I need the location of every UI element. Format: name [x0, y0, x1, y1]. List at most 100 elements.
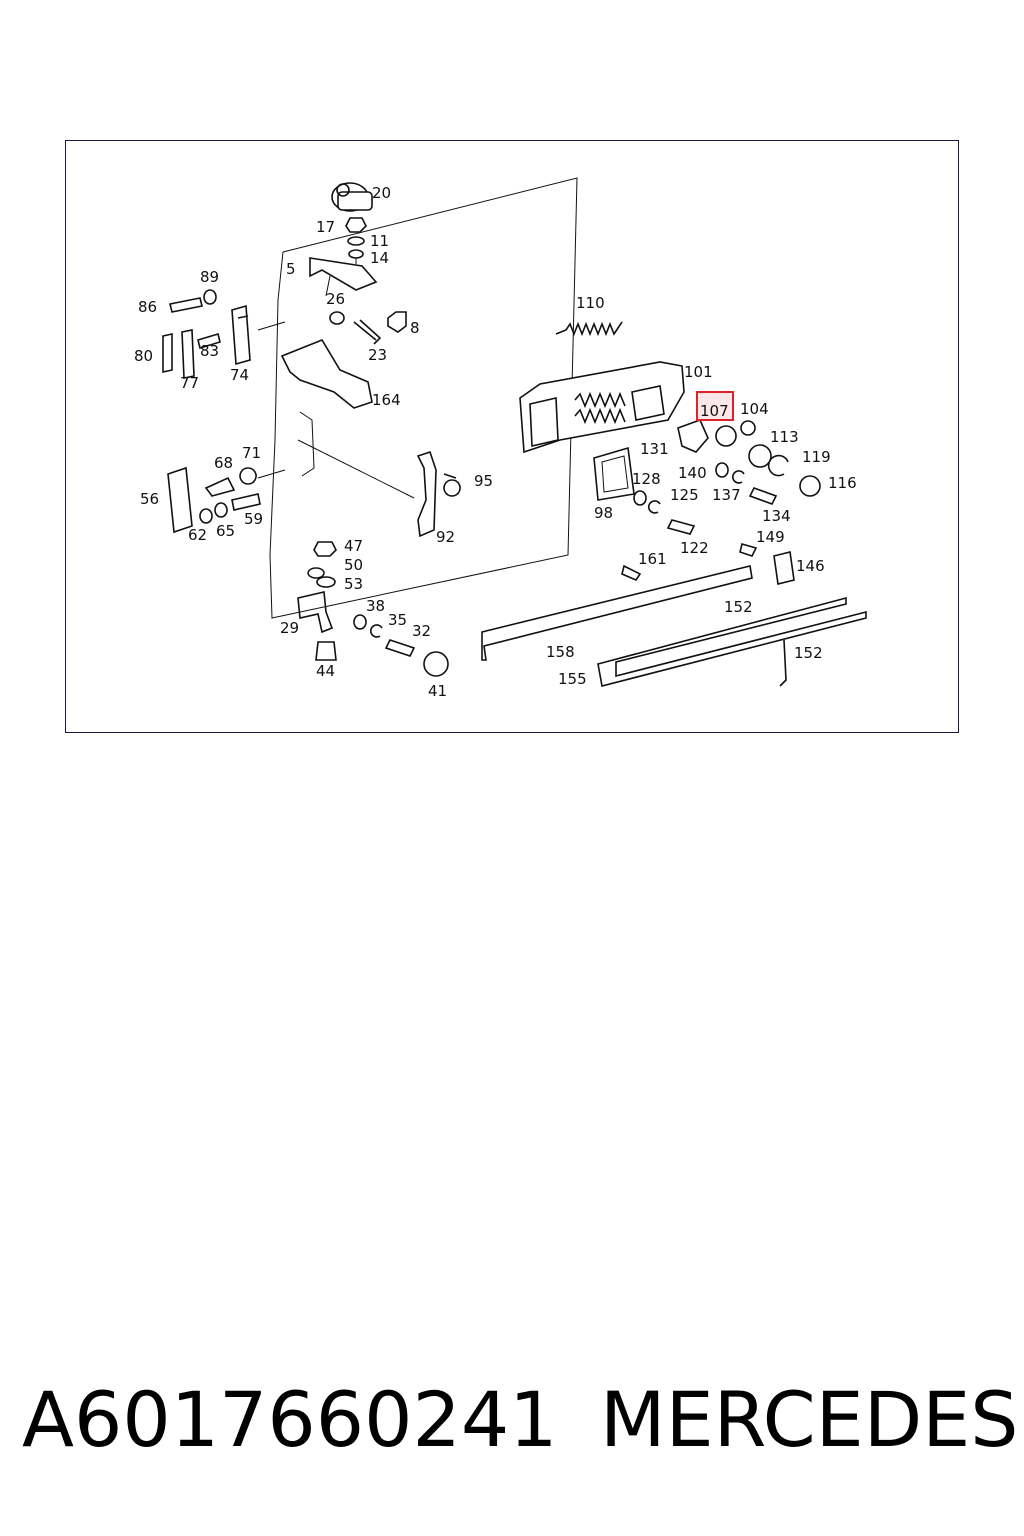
callout-74: 74: [230, 366, 249, 384]
callout-149: 149: [756, 528, 785, 546]
callout-86: 86: [138, 298, 157, 316]
callout-65: 65: [216, 522, 235, 540]
screw-95: [443, 473, 461, 497]
callout-122: 122: [680, 539, 709, 557]
callout-137: 137: [712, 486, 741, 504]
screw-32: [384, 639, 416, 657]
bracket-5: [309, 257, 378, 291]
screw-122: [666, 519, 696, 535]
callout-35: 35: [388, 611, 407, 629]
washer-38: [353, 614, 367, 630]
callout-59: 59: [244, 510, 263, 528]
callout-155: 155: [558, 670, 587, 688]
lock-springs: [574, 391, 626, 425]
washer-140: [715, 462, 729, 478]
callout-116: 116: [828, 474, 857, 492]
washer-26: [329, 311, 345, 325]
clip-119: [767, 454, 789, 477]
screw-149: [739, 543, 758, 557]
roller-113: [748, 444, 772, 468]
callout-14: 14: [370, 249, 389, 267]
hinge-74: [231, 304, 251, 366]
callout-161: 161: [638, 550, 667, 568]
callout-17: 17: [316, 218, 335, 236]
callout-50: 50: [344, 556, 363, 574]
callout-68: 68: [214, 454, 233, 472]
callout-110: 110: [576, 294, 605, 312]
clip-35: [369, 624, 383, 638]
bolt-86: [169, 297, 203, 313]
washer-65: [214, 502, 228, 518]
washer-53: [316, 576, 336, 588]
callout-92: 92: [436, 528, 455, 546]
nut-17: [345, 217, 367, 233]
handle-92: [416, 450, 437, 538]
clip-125: [647, 500, 661, 514]
callout-134: 134: [762, 507, 791, 525]
callout-labels: 20 17 11 14 5 89 86 26 8 80 83 77 74 23 …: [134, 184, 857, 700]
callout-164: 164: [372, 391, 401, 409]
highlight-box: [696, 391, 734, 421]
cam-131: [677, 418, 709, 453]
callout-56: 56: [140, 490, 159, 508]
washer-128: [633, 490, 647, 506]
bolt-152: [779, 639, 787, 687]
clip-146: [773, 551, 795, 585]
screw-8: [387, 311, 407, 333]
screw-161: [621, 564, 642, 581]
bracket-77: [181, 329, 195, 379]
latch-knob-20: [331, 182, 373, 212]
washer-62: [199, 508, 213, 524]
screw-83: [197, 332, 221, 350]
cap-116: [799, 475, 821, 497]
washer-89: [203, 289, 217, 305]
callout-104: 104: [740, 400, 769, 418]
callout-47: 47: [344, 537, 363, 555]
plate-56: [167, 466, 193, 534]
callout-107: 107: [700, 402, 729, 420]
callout-146: 146: [796, 557, 825, 575]
callout-101: 101: [684, 363, 713, 381]
callout-89: 89: [200, 268, 219, 286]
spring-110: [555, 321, 623, 337]
callout-11: 11: [370, 232, 389, 250]
brand-name: MERCEDES: [600, 1375, 1019, 1464]
callout-98: 98: [594, 504, 613, 522]
callout-113: 113: [770, 428, 799, 446]
callout-62: 62: [188, 526, 207, 544]
parts-diagram: 20 17 11 14 5 89 86 26 8 80 83 77 74 23 …: [134, 177, 867, 700]
washer-50: [307, 567, 325, 579]
part-number: A6017660241: [22, 1375, 558, 1464]
callout-23: 23: [368, 346, 387, 364]
callout-77: 77: [180, 374, 199, 392]
lock-mechanism-101: [519, 361, 685, 454]
callout-125: 125: [670, 486, 699, 504]
callout-83: 83: [200, 342, 219, 360]
washer-71: [239, 467, 257, 485]
nut-47: [313, 541, 337, 557]
callout-29: 29: [280, 619, 299, 637]
bracket-29: [297, 591, 334, 634]
callout-38: 38: [366, 597, 385, 615]
callout-20: 20: [372, 184, 391, 202]
callout-8: 8: [410, 319, 420, 337]
screw-59: [231, 493, 261, 511]
callout-140: 140: [678, 464, 707, 482]
callout-128: 128: [632, 470, 661, 488]
callout-131: 131: [640, 440, 669, 458]
plate-98: [593, 446, 635, 501]
callout-71: 71: [242, 444, 261, 462]
pin-68: [204, 476, 236, 497]
rail-155: [597, 596, 867, 687]
washer-14: [348, 249, 364, 259]
bushing-107: [715, 425, 737, 447]
caption: A6017660241 MERCEDES: [0, 1370, 1024, 1470]
washer-11: [347, 236, 365, 246]
callout-152-lower: 152: [794, 644, 823, 662]
plate-80: [162, 333, 173, 373]
callout-41: 41: [428, 682, 447, 700]
bolt-44: [315, 641, 337, 661]
diagram-frame: [65, 140, 959, 733]
callout-158: 158: [546, 643, 575, 661]
door-outline: [269, 177, 578, 619]
